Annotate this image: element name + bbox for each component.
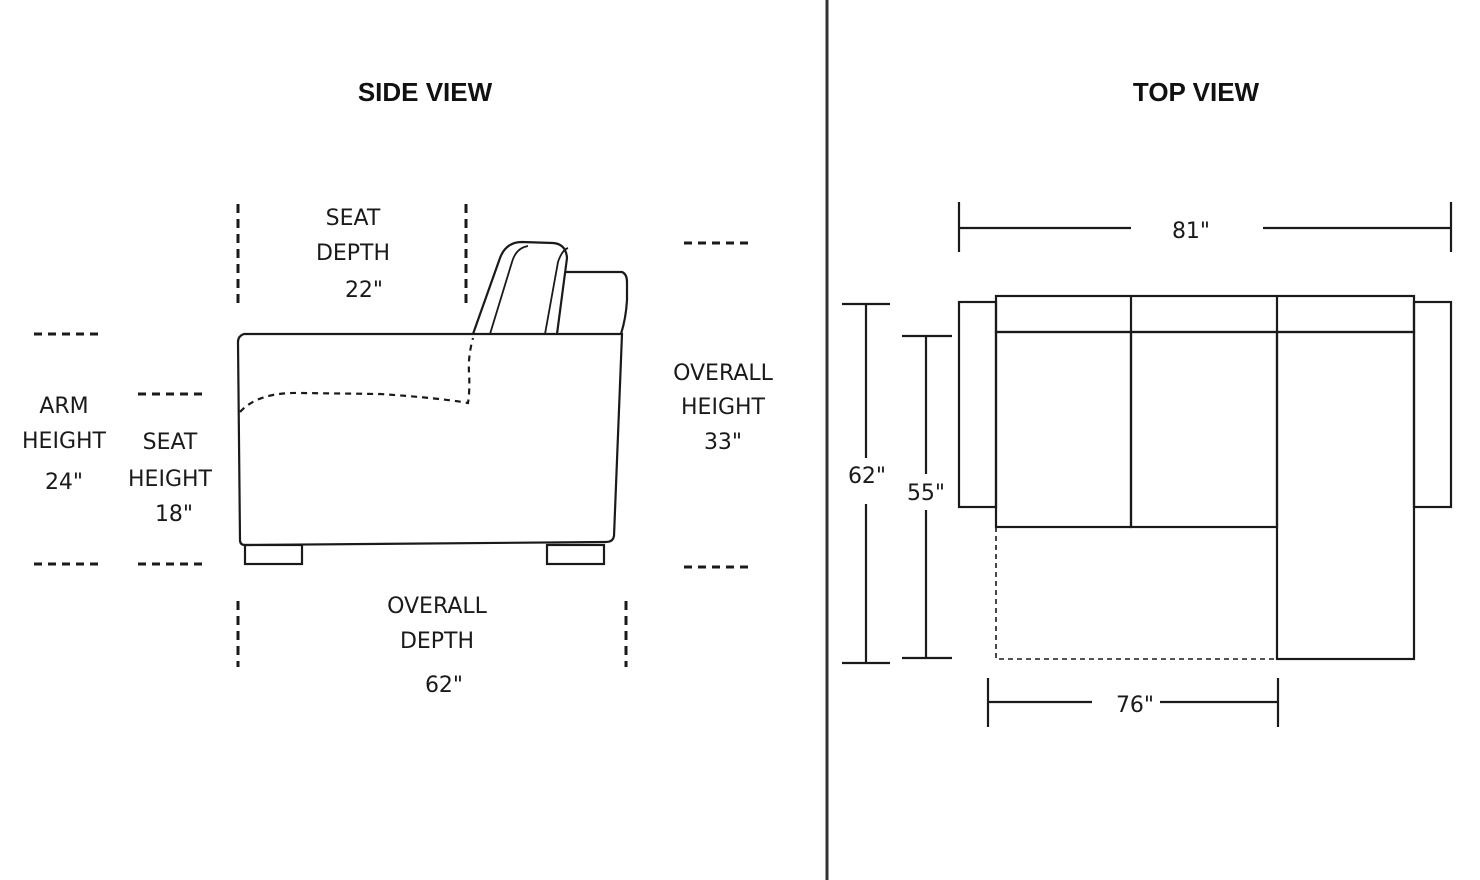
width-dimension-value: 81" — [1172, 219, 1210, 244]
top-view-title: TOP VIEW — [1133, 77, 1260, 107]
sofa-top-backrest — [994, 294, 1416, 334]
sofa-top-right-arm — [1412, 300, 1453, 509]
sofa-top-seat-cushion-left — [994, 330, 1133, 529]
side-view-panel: SIDE VIEW SEAT DEPTH 22" ARM HEIGHT 24" … — [22, 77, 774, 698]
section-width-value: 76" — [1116, 693, 1154, 718]
sofa-side-hidden-seat-line — [239, 337, 475, 413]
seat-height-label-line2: HEIGHT — [128, 467, 213, 492]
arm-height-label-line1: ARM — [39, 394, 88, 419]
overall-depth-label-line2: DEPTH — [400, 629, 474, 654]
sofa-side-back-cushion-edge — [544, 247, 569, 335]
sofa-side-rear-leg — [545, 543, 606, 566]
sofa-top-left-arm — [957, 300, 998, 509]
outer-depth-value: 62" — [848, 464, 886, 489]
seat-height-label-line1: SEAT — [143, 430, 198, 455]
seat-depth-label-line2: DEPTH — [316, 241, 390, 266]
sofa-side-back-cushion-seam — [489, 245, 529, 335]
sofa-side-illustration — [236, 240, 629, 566]
sofa-top-pullout-outline — [995, 527, 1277, 660]
arm-height-label-line2: HEIGHT — [22, 429, 107, 454]
sofa-top-chaise-cushion — [1275, 330, 1416, 661]
sofa-top-illustration — [957, 294, 1453, 661]
inner-depth-value: 55" — [907, 481, 945, 506]
sofa-side-body — [236, 332, 624, 547]
sofa-top-seat-cushion-middle — [1129, 330, 1279, 529]
seat-height-value: 18" — [155, 502, 193, 527]
sofa-side-rear-cushion — [566, 270, 629, 335]
arm-height-value: 24" — [45, 470, 83, 495]
sofa-side-backrest — [471, 240, 569, 335]
side-view-title: SIDE VIEW — [358, 77, 493, 107]
seat-depth-label-line1: SEAT — [326, 206, 381, 231]
top-view-panel: TOP VIEW 81" 62" 55" 76" — [842, 77, 1453, 727]
overall-height-label-line1: OVERALL — [673, 361, 774, 386]
overall-height-label-line2: HEIGHT — [681, 395, 766, 420]
sofa-side-front-leg — [243, 543, 304, 566]
overall-depth-value: 62" — [425, 673, 463, 698]
seat-depth-value: 22" — [345, 278, 383, 303]
overall-depth-label-line1: OVERALL — [387, 594, 488, 619]
overall-height-value: 33" — [704, 430, 742, 455]
